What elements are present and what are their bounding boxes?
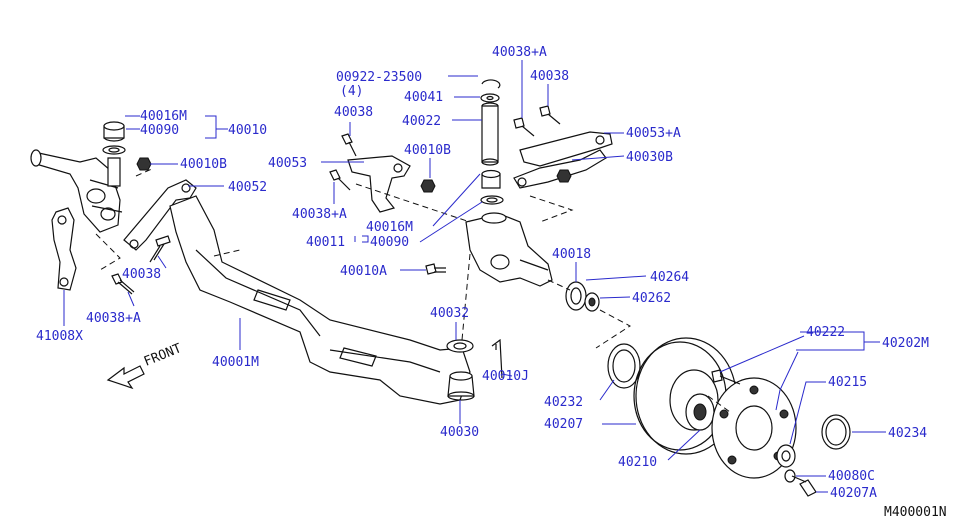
left-washer-40090	[102, 145, 126, 155]
left-bolt-40038	[149, 235, 171, 263]
label-40222: 40222	[806, 325, 845, 340]
bushing-40016M-mid	[481, 169, 501, 189]
label-40030B: 40030B	[626, 150, 673, 165]
bolt-40207A	[791, 475, 817, 497]
label-40010: 40010	[228, 123, 267, 138]
snap-ring-00922-23500	[481, 79, 501, 89]
front-label: FRONT	[142, 341, 184, 370]
label-40232: 40232	[544, 395, 583, 410]
label-40207: 40207	[544, 417, 583, 432]
label-40052: 40052	[228, 180, 267, 195]
label-40234: 40234	[888, 426, 927, 441]
label-40001M: 40001M	[212, 355, 259, 370]
grease-cap-40234	[821, 414, 851, 450]
label-40053-A: 40053+A	[626, 126, 681, 141]
washer-40080C	[784, 469, 796, 483]
bushing-40032	[446, 339, 474, 353]
bolt-40038-top-left	[341, 133, 357, 157]
left-nut-40010B	[136, 157, 152, 171]
label-40018: 40018	[552, 247, 591, 262]
label-40090-left: 40090	[140, 123, 179, 138]
part-labels: 40016M 40090 40010 40010B 40052 40038 40…	[36, 45, 947, 520]
label-40264: 40264	[650, 270, 689, 285]
drawing-code: M400001N	[884, 505, 947, 520]
label-40038-left: 40038	[122, 267, 161, 282]
axle-beam-40001M	[169, 195, 471, 405]
label-40011: 40011	[306, 235, 345, 250]
seal-40232	[607, 343, 641, 389]
bushing-40030	[447, 371, 475, 401]
label-40016M-mid: 40016M	[366, 220, 413, 235]
seal-40264	[565, 281, 587, 311]
label-00922-23500: 00922-23500	[336, 70, 422, 85]
left-kingpin	[107, 157, 121, 187]
arm-40053	[347, 155, 411, 213]
bolt-40038-top-right	[539, 105, 561, 125]
cap-40215	[776, 444, 796, 468]
label-40010J: 40010J	[482, 369, 529, 384]
pin-40010J	[491, 338, 503, 379]
label-40041: 40041	[404, 90, 443, 105]
label-40010A: 40010A	[340, 264, 387, 279]
label-40038-A-left: 40038+A	[86, 311, 141, 326]
label-40038-A-top: 40038+A	[492, 45, 547, 60]
label-40038-top-right: 40038	[530, 69, 569, 84]
hub-bearing-40210	[685, 393, 715, 431]
washer-40041	[480, 93, 500, 103]
label-40010B-left: 40010B	[180, 157, 227, 172]
right-knuckle-40018	[465, 212, 553, 287]
label-40202M: 40202M	[882, 336, 929, 351]
hub-40202M	[711, 377, 797, 479]
label-40080C: 40080C	[828, 469, 875, 484]
left-bolt-40038-A	[111, 273, 135, 295]
bolt-40010A	[425, 263, 446, 275]
bolt-40038-A-top	[513, 117, 535, 137]
label-40030: 40030	[440, 425, 479, 440]
steering-arm-41008X	[51, 207, 77, 291]
left-knuckle-assembly	[30, 149, 123, 233]
label-40053: 40053	[268, 156, 307, 171]
stud-40222	[711, 369, 741, 385]
label-40262: 40262	[632, 291, 671, 306]
bolt-40038-A-mid	[329, 169, 351, 191]
label-40032: 40032	[430, 306, 469, 321]
washer-40090-mid	[480, 195, 504, 205]
label-40010B-mid: 40010B	[404, 143, 451, 158]
label-40090-mid: 40090	[370, 235, 409, 250]
kingpin-40022	[481, 102, 499, 166]
label-40022: 40022	[402, 114, 441, 129]
left-kingpin-bushing-40016M	[103, 121, 125, 142]
nut-40030B	[556, 169, 572, 183]
nut-40010B-mid	[420, 179, 436, 193]
label-41008X: 41008X	[36, 329, 83, 344]
bearing-40262	[584, 292, 600, 312]
leader-lines	[63, 60, 886, 493]
label-00922-qty: (4)	[340, 84, 363, 99]
label-40215: 40215	[828, 375, 867, 390]
label-40038-top: 40038	[334, 105, 373, 120]
label-40210: 40210	[618, 455, 657, 470]
front-direction-arrow: FRONT	[106, 341, 184, 390]
label-40207A: 40207A	[830, 486, 877, 501]
label-40038-A-mid: 40038+A	[292, 207, 347, 222]
label-40016M-left: 40016M	[140, 109, 187, 124]
assembly-dashed-lines	[95, 167, 731, 413]
arm-40053-A	[519, 131, 613, 167]
